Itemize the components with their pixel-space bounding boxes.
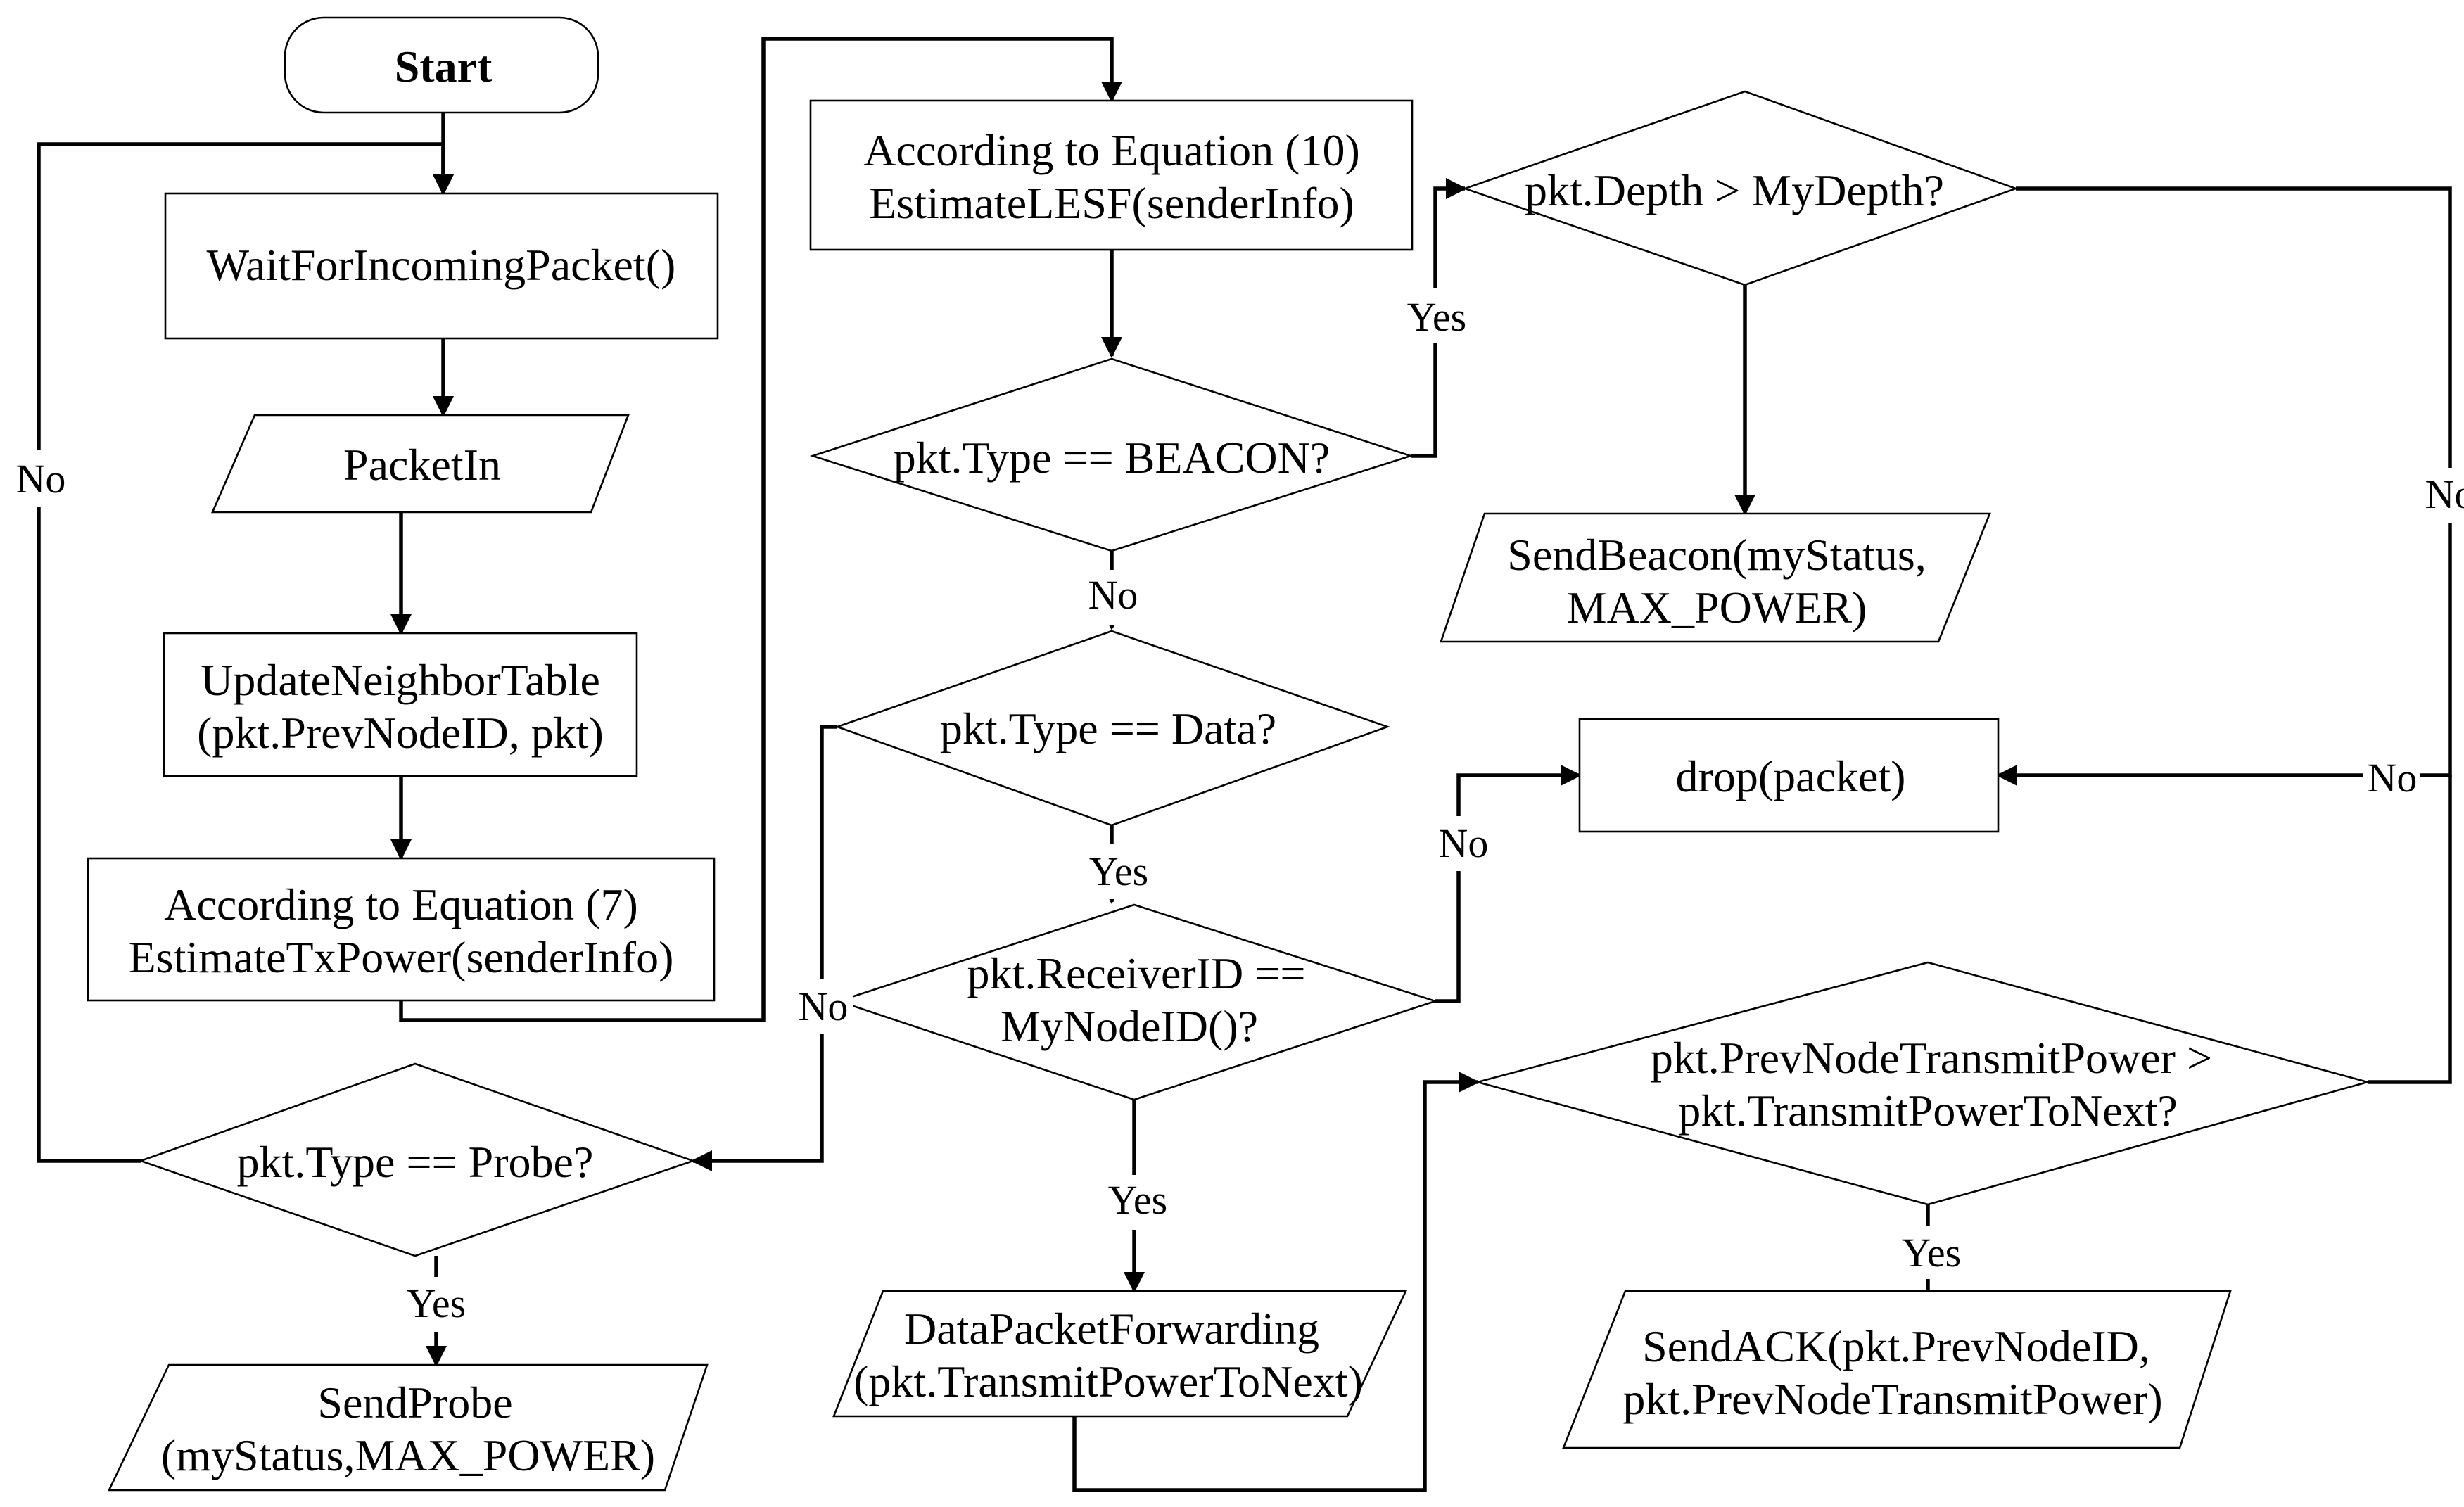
edge-forward-to-power-check <box>1072 1071 1480 1492</box>
receiver-decision-line2: MyNodeID()? <box>1001 1001 1258 1051</box>
label-no-power: No <box>2368 755 2418 801</box>
depth-decision: pkt.Depth > MyDepth? <box>1462 90 2019 286</box>
label-yes-receiver: Yes <box>1108 1177 1167 1223</box>
label-no-depth: No <box>2425 471 2464 517</box>
tx-power-line1: According to Equation (7) <box>164 879 638 929</box>
power-decision-line2: pkt.TransmitPowerToNext? <box>1678 1086 2178 1136</box>
label-no-probe-loop: No <box>16 456 66 502</box>
send-ack-line1: SendACK(pkt.PrevNodeID, <box>1642 1321 2150 1371</box>
send-ack-io: SendACK(pkt.PrevNodeID, pkt.PrevNodeTran… <box>1562 1290 2232 1449</box>
label-yes-beacon: Yes <box>1407 294 1466 340</box>
data-decision: pkt.Type == Data? <box>834 630 1390 827</box>
forward-io: DataPacketForwarding (pkt.TransmitPowerT… <box>832 1290 1408 1418</box>
start-node: Start <box>284 16 599 114</box>
label-yes-data: Yes <box>1089 848 1148 894</box>
start-label: Start <box>395 42 493 91</box>
receiver-decision-line1: pkt.ReceiverID == <box>967 948 1306 998</box>
send-probe-line2: (myStatus,MAX_POWER) <box>161 1430 655 1480</box>
edge-receiver-no-to-drop <box>1435 764 1582 1003</box>
label-no-beacon: No <box>1088 572 1138 618</box>
wait-label: WaitForIncomingPacket() <box>207 240 676 290</box>
send-beacon-line1: SendBeacon(myStatus, <box>1507 530 1926 580</box>
send-ack-line2: pkt.PrevNodeTransmitPower) <box>1622 1374 2162 1424</box>
label-yes-probe: Yes <box>407 1280 466 1326</box>
label-no-receiver: No <box>1439 820 1489 866</box>
power-decision-line1: pkt.PrevNodeTransmitPower > <box>1651 1033 2212 1083</box>
label-yes-power: Yes <box>1902 1230 1961 1276</box>
drop-label: drop(packet) <box>1676 751 1906 801</box>
power-decision: pkt.PrevNodeTransmitPower > pkt.Transmit… <box>1473 961 2371 1206</box>
send-beacon-line2: MAX_POWER) <box>1567 583 1867 632</box>
probe-decision-label: pkt.Type == Probe? <box>237 1137 594 1187</box>
packet-in-io: PacketIn <box>211 414 630 514</box>
update-table-process: UpdateNeighborTable (pkt.PrevNodeID, pkt… <box>163 632 638 777</box>
edge-depth-no-to-drop <box>1995 186 2452 787</box>
drop-process: drop(packet) <box>1578 718 2000 833</box>
lesf-line1: According to Equation (10) <box>863 125 1360 175</box>
receiver-decision: pkt.ReceiverID == MyNodeID()? <box>835 903 1439 1101</box>
lesf-line2: EstimateLESF(senderInfo) <box>869 178 1354 228</box>
probe-decision: pkt.Type == Probe? <box>138 1062 696 1257</box>
data-decision-label: pkt.Type == Data? <box>940 704 1276 754</box>
update-table-line2: (pkt.PrevNodeID, pkt) <box>197 708 604 758</box>
label-no-data: No <box>799 984 849 1029</box>
beacon-decision: pkt.Type == BEACON? <box>809 357 1414 552</box>
packet-in-label: PacketIn <box>343 440 501 490</box>
tx-power-process: According to Equation (7) EstimateTxPowe… <box>87 857 716 1002</box>
beacon-decision-label: pkt.Type == BEACON? <box>894 433 1331 483</box>
edge-probe-no-to-wait <box>37 142 455 1163</box>
lesf-process: According to Equation (10) EstimateLESF(… <box>809 99 1414 251</box>
send-beacon-io: SendBeacon(myStatus, MAX_POWER) <box>1440 512 1991 643</box>
edge-data-no-to-probe-check <box>690 725 837 1172</box>
forward-line1: DataPacketForwarding <box>904 1304 1319 1354</box>
send-probe-line1: SendProbe <box>317 1378 512 1427</box>
forward-line2: (pkt.TransmitPowerToNext) <box>853 1356 1363 1406</box>
wait-process: WaitForIncomingPacket() <box>164 192 719 340</box>
edge-power-no-to-drop <box>2368 775 2452 1084</box>
update-table-line1: UpdateNeighborTable <box>201 655 600 705</box>
tx-power-line2: EstimateTxPower(senderInfo) <box>129 932 674 982</box>
depth-decision-label: pkt.Depth > MyDepth? <box>1525 165 1944 215</box>
edge-txpower-to-lesf <box>399 37 1123 1022</box>
send-probe-io: SendProbe (myStatus,MAX_POWER) <box>107 1363 709 1492</box>
